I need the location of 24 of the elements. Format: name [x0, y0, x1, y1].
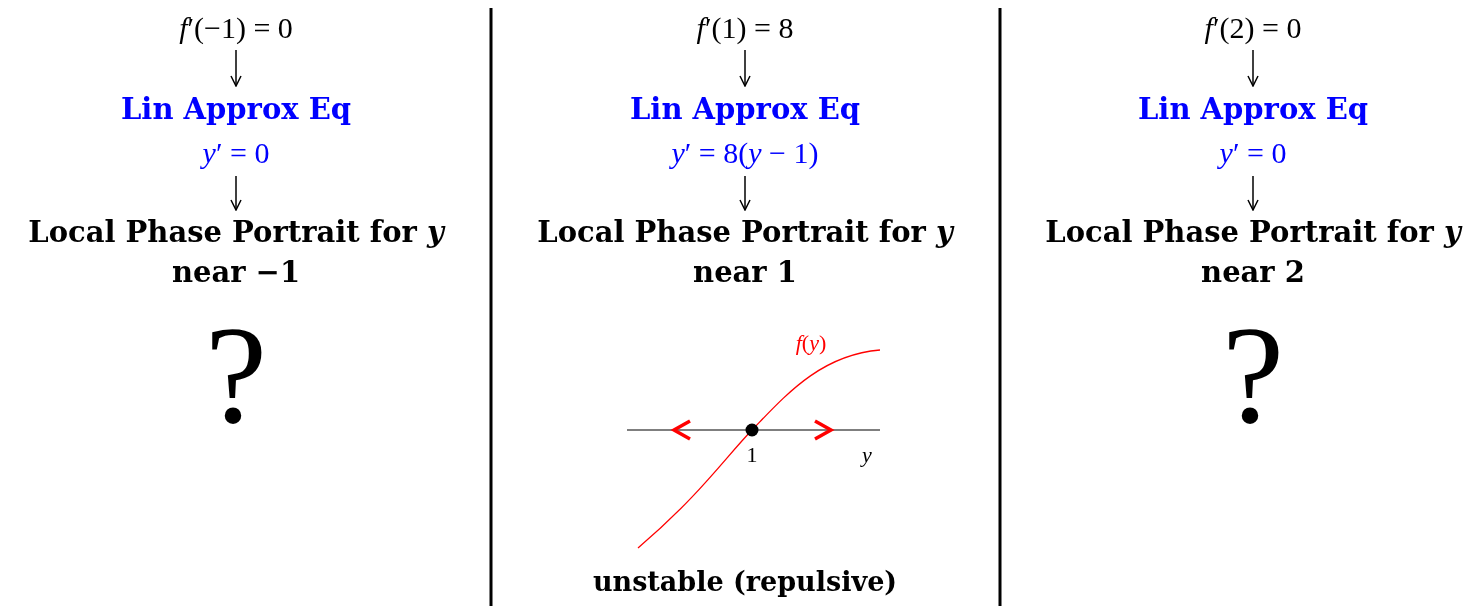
axis-label: y — [862, 442, 872, 468]
arrow — [1247, 175, 1259, 211]
linear-equation: y′ = 8(y − 1) — [668, 135, 820, 171]
arrow — [739, 49, 751, 87]
question-mark: ? — [1221, 300, 1285, 450]
derivative-equation: f′(2) = 0 — [1204, 8, 1302, 48]
stability-verdict: unstable (repulsive) — [592, 566, 898, 597]
derivative-equation: f′(1) = 8 — [696, 8, 794, 48]
equation-heading: Lin Approx Eq — [121, 91, 351, 128]
derivative-equation: f′(−1) = 0 — [179, 8, 293, 48]
point-label: 1 — [746, 442, 758, 468]
portrait-heading: Local Phase Portrait for y near 1 — [525, 212, 965, 292]
arrow — [230, 49, 242, 87]
curve-label: f(y) — [795, 330, 827, 356]
arrow — [230, 175, 242, 211]
linear-equation: y′ = 0 — [199, 135, 271, 171]
portrait-heading: Local Phase Portrait for y near −1 — [16, 212, 456, 292]
portrait-heading: Local Phase Portrait for y near 2 — [1033, 212, 1473, 292]
linear-equation: y′ = 0 — [1216, 135, 1288, 171]
equation-heading: Lin Approx Eq — [1138, 91, 1368, 128]
arrow — [1247, 49, 1259, 87]
arrow — [739, 175, 751, 211]
question-mark: ? — [204, 300, 268, 450]
equation-heading: Lin Approx Eq — [630, 91, 860, 128]
